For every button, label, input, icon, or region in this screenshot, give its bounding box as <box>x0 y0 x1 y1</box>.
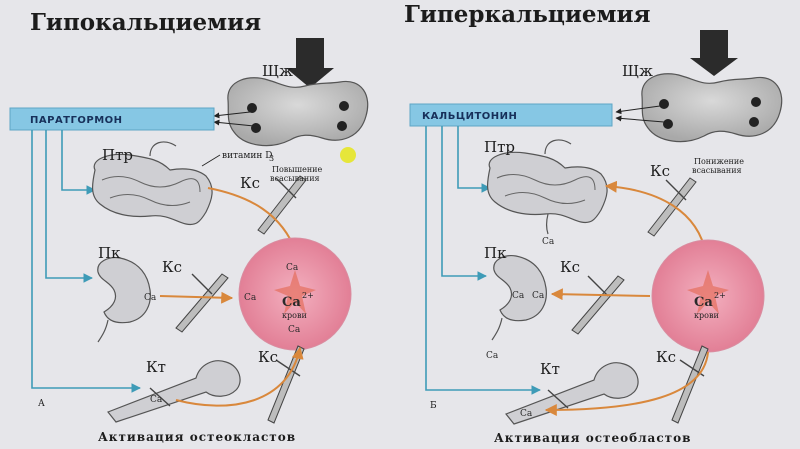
left-intestine-label: Птр <box>102 146 133 164</box>
right-blood-caption: крови <box>694 311 719 320</box>
left-vitamin-label: витамин D <box>222 151 272 161</box>
right-kidney-ca-1: Ca <box>512 291 525 301</box>
left-bone-1-note-line-1: Повышение <box>272 165 323 174</box>
right-bone-1-label: Кс <box>650 162 670 180</box>
right-blood-star <box>687 270 729 314</box>
right-blood-ca: Ca <box>694 295 713 310</box>
right-kidney-ca-2: Ca <box>532 291 545 301</box>
right-intestine-label: Птр <box>484 138 515 156</box>
left-bone-cell-label: Кт <box>146 358 166 376</box>
right-thyroid-gland <box>641 73 783 143</box>
left-kidney-label: Пк <box>98 244 121 262</box>
right-gland-to-hormone-arrow-1 <box>615 105 661 115</box>
right-intestine-ca: Ca <box>542 237 555 247</box>
right-kidney <box>491 255 547 341</box>
left-bone-ca: Ca <box>150 395 163 405</box>
left-big-arrow <box>286 38 334 88</box>
left-gland-label: Щж <box>262 62 293 80</box>
left-kidney-ca: Ca <box>144 293 157 303</box>
left-bone-3-label: Кс <box>258 348 278 366</box>
left-blood-ca: Ca <box>282 295 301 310</box>
left-arrow-kidney-to-blood <box>159 291 234 304</box>
right-kidney-label: Пк <box>484 244 507 262</box>
left-blood-ca-bottom: Ca <box>288 325 301 335</box>
right-bone-1-note-line-2: всасывания <box>692 166 742 175</box>
right-hormone-label: КАЛЬЦИТОНИН <box>422 111 517 122</box>
right-bone-1 <box>647 177 697 237</box>
right-hormone-box <box>409 103 613 127</box>
right-hormone-lines <box>425 126 541 395</box>
left-blood-caption: крови <box>282 311 307 320</box>
right-panel: Гиперкальциемия Щж КАЛЬЦИТОНИН Птр Ca <box>404 1 783 445</box>
right-gland-label: Щж <box>622 62 653 80</box>
right-bone-cell-label: Кт <box>540 360 560 378</box>
left-hormone-box <box>9 107 215 131</box>
left-bone-1 <box>257 175 307 235</box>
right-bone-2-label: Кс <box>560 258 580 276</box>
right-gland-to-hormone-arrow-2 <box>615 115 665 123</box>
left-blood-ca-left: Ca <box>244 293 257 303</box>
left-gland-to-hormone-arrow-2 <box>213 119 255 127</box>
right-arrow-blood-to-bone <box>544 351 709 416</box>
left-hormone-lines <box>31 130 141 393</box>
left-bone-1-label: Кс <box>240 174 260 192</box>
left-hormone-label: ПАРАТГОРМОН <box>30 115 123 126</box>
right-blood-super: 2+ <box>714 291 726 300</box>
left-blood-ca-top: Ca <box>286 263 299 273</box>
right-intestine <box>487 139 608 235</box>
right-bone-3 <box>671 345 709 424</box>
left-blood-star <box>274 270 316 314</box>
left-intestine <box>92 141 213 226</box>
left-caption: Активация остеокластов <box>98 430 296 444</box>
right-panel-letter: Б <box>430 401 437 411</box>
right-big-arrow <box>690 30 738 76</box>
left-vitamin-pointer <box>201 154 221 167</box>
right-kidney-ca-out: Ca <box>486 351 499 361</box>
right-bone-cell <box>505 362 639 425</box>
right-arrow-blood-to-kidney <box>550 288 651 301</box>
right-bone-ca: Ca <box>520 409 533 419</box>
right-bone-1-note-line-1: Понижение <box>694 157 744 166</box>
left-arrow-bone-to-blood <box>175 346 304 407</box>
right-bone-3-label: Кс <box>656 348 676 366</box>
left-thyroid-gland <box>227 77 369 147</box>
right-bone-2 <box>571 275 625 335</box>
right-title: Гиперкальциемия <box>404 1 651 28</box>
left-kidney <box>97 257 151 343</box>
left-gland-to-hormone-arrow-1 <box>213 111 251 119</box>
left-bone-cell <box>107 360 241 423</box>
left-panel: Гипокальциемия Щж ПАРАТГОРМОН <box>9 9 369 444</box>
right-caption: Активация остеобластов <box>494 431 691 445</box>
left-blood-super: 2+ <box>302 291 314 300</box>
left-vitamin-subscript: 3 <box>269 154 274 163</box>
left-bone-2-label: Кс <box>162 258 182 276</box>
left-highlight-dot <box>340 147 356 163</box>
left-bone-2 <box>175 273 229 333</box>
left-title: Гипокальциемия <box>30 9 261 36</box>
left-panel-letter: А <box>38 399 45 409</box>
left-bone-1-note-line-2: всасывания <box>270 174 320 183</box>
